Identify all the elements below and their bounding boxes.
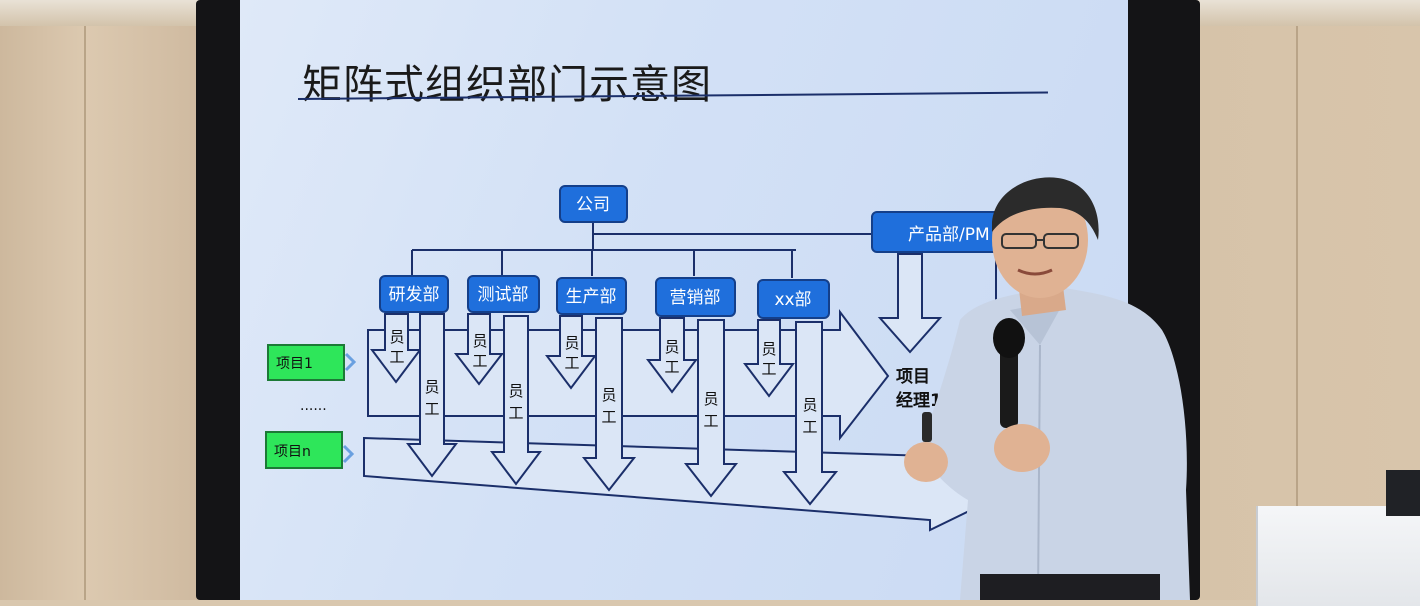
project-manager-label: 经理1 — [896, 390, 942, 411]
dept-box-xx — [757, 279, 830, 319]
wall-seam — [1296, 0, 1298, 600]
projected-slide: 矩阵式组织部门示意图 公司 研发部 测试部 生产部 营销部 xx部 产品部/PM — [240, 0, 1128, 600]
dept-box-marketing — [655, 277, 736, 317]
employee-label: 员 — [761, 340, 776, 358]
employee-label: 员 — [508, 382, 523, 400]
employee-label: 工 — [508, 404, 523, 422]
project-label: 项目n — [274, 444, 311, 460]
employee-label: 工 — [564, 354, 579, 372]
employee-label: 工 — [802, 418, 817, 436]
company-box — [559, 185, 628, 223]
employee-label: 员 — [601, 386, 616, 404]
shirt — [920, 288, 1190, 600]
project-manager-label: 项目 — [896, 367, 930, 387]
podium — [1256, 506, 1420, 606]
dept-box-production — [556, 277, 627, 315]
employee-label: 员 — [389, 328, 404, 346]
slide-title: 矩阵式组织部门示意图 — [302, 62, 712, 108]
long-employee-arrows — [406, 313, 839, 506]
employee-label: 工 — [664, 358, 679, 376]
dept-box-rd — [379, 275, 449, 313]
employee-label: 工 — [761, 360, 776, 378]
chevron-right-icon — [342, 444, 355, 464]
project-label: 项目1 — [276, 356, 313, 372]
short-employee-arrows — [370, 313, 795, 398]
project-box-n — [265, 431, 343, 469]
employee-label: 员 — [703, 390, 718, 408]
employee-label: 工 — [472, 352, 487, 370]
dept-label: 测试部 — [478, 285, 529, 305]
matrix-org-diagram: 公司 研发部 测试部 生产部 营销部 xx部 产品部/PM — [265, 185, 1023, 532]
dept-label: 研发部 — [389, 285, 440, 305]
employee-label: 工 — [424, 400, 439, 418]
podium-monitor — [1386, 470, 1420, 516]
employee-label: 员 — [472, 332, 487, 350]
microphone-icon — [1000, 348, 1018, 428]
hand — [994, 424, 1050, 472]
project-box-1 — [267, 344, 345, 381]
product-dept-label: 产品部/PM — [908, 225, 990, 245]
employee-label: 员 — [802, 396, 817, 414]
employee-label: 员 — [664, 338, 679, 356]
dept-label: 生产部 — [566, 287, 617, 307]
company-label: 公司 — [576, 195, 610, 215]
employee-label: 员 — [424, 378, 439, 396]
employee-label: 员 — [564, 334, 579, 352]
dept-label: xx部 — [774, 290, 811, 310]
clicker-icon — [922, 412, 932, 442]
employee-label: 工 — [703, 412, 718, 430]
ellipsis-label: ...... — [300, 398, 327, 414]
dept-box-test — [467, 275, 540, 313]
employee-label: 工 — [601, 408, 616, 426]
presenter — [904, 177, 1190, 600]
employee-label: 工 — [389, 348, 404, 366]
wall-seam — [84, 0, 86, 600]
chevron-right-icon — [344, 352, 357, 372]
dept-label: 营销部 — [670, 288, 721, 308]
hair — [992, 177, 1099, 240]
pm-down-arrow — [877, 253, 943, 354]
